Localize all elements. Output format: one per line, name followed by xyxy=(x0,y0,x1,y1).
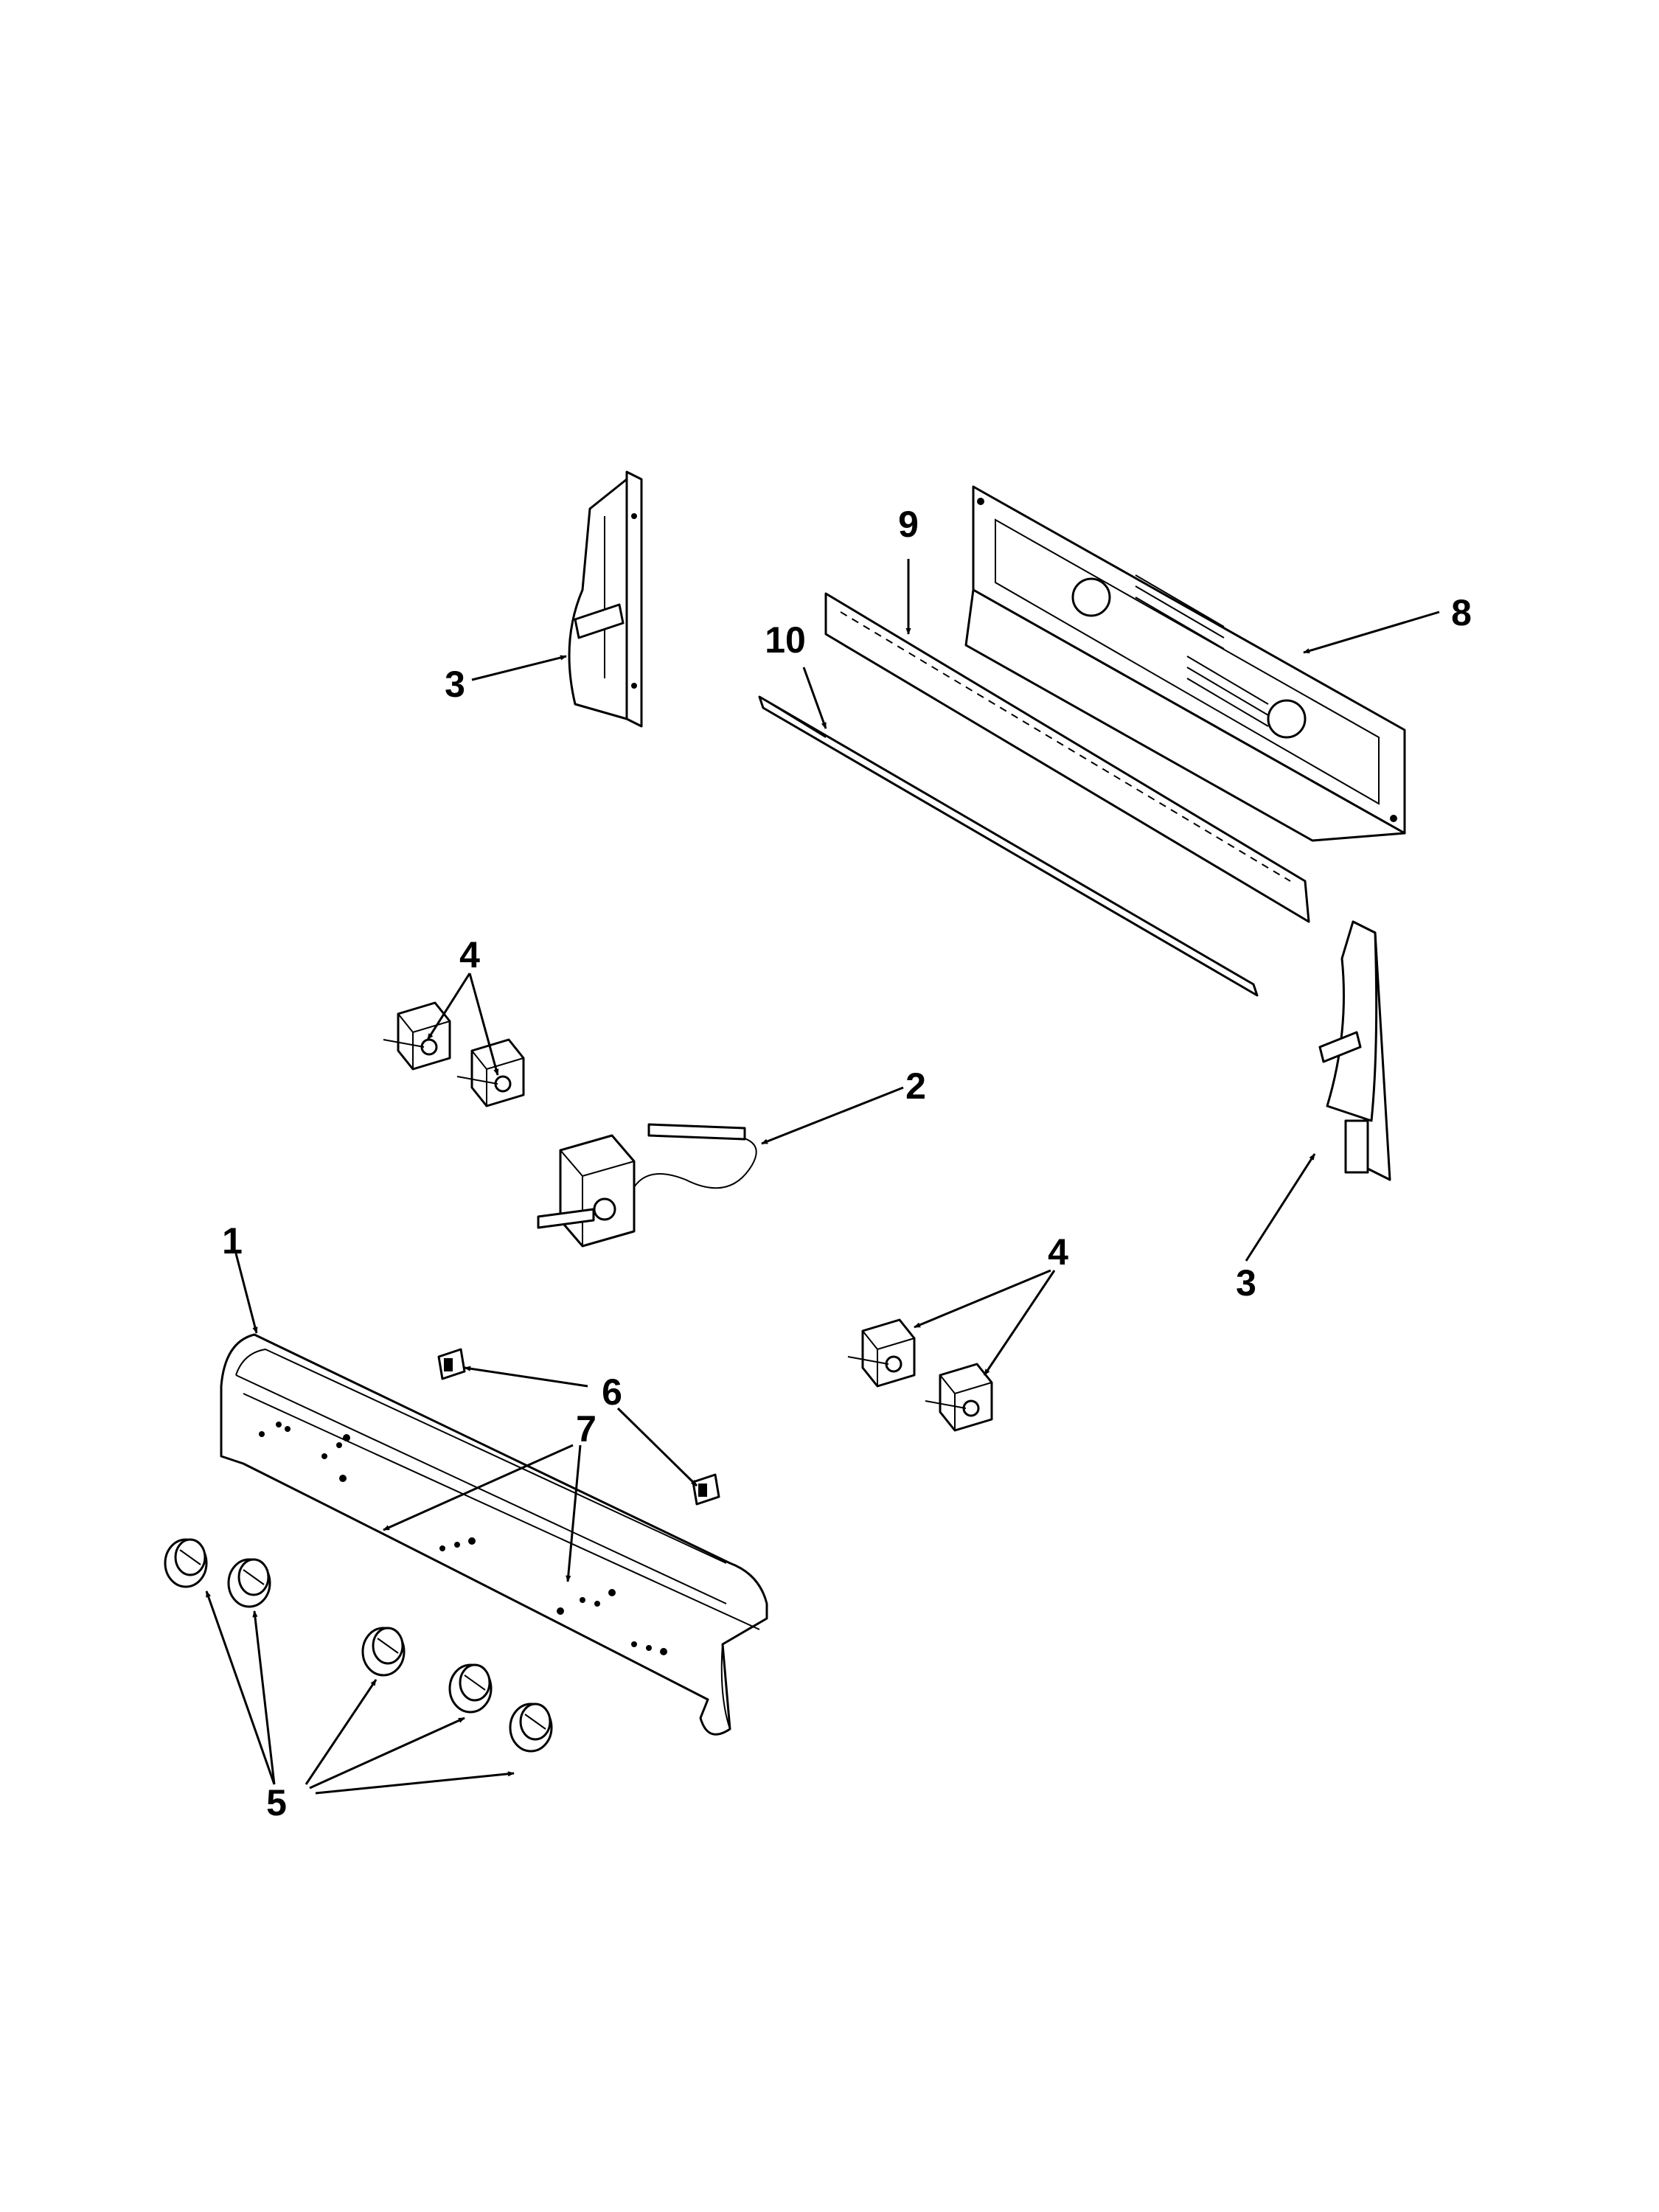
knob-4 xyxy=(448,1663,493,1714)
callout-1: 1 xyxy=(222,1220,243,1262)
switch-lower-left xyxy=(847,1318,916,1388)
knob-1 xyxy=(164,1538,208,1588)
knob-2 xyxy=(227,1558,271,1608)
callout-4-lower: 4 xyxy=(1048,1231,1068,1273)
callout-7: 7 xyxy=(576,1408,597,1450)
trim-strip-upper xyxy=(824,592,1310,923)
leader-lines xyxy=(205,559,1440,1795)
callout-5: 5 xyxy=(266,1782,287,1823)
trim-strip-lower xyxy=(758,695,1259,997)
side-bracket-left xyxy=(568,470,643,728)
callout-6: 6 xyxy=(602,1371,622,1413)
rocker-switch-lower xyxy=(692,1473,720,1506)
switch-upper-left xyxy=(383,1001,451,1071)
control-panel xyxy=(220,1333,768,1736)
knob-3 xyxy=(361,1627,406,1677)
switch-lower-right xyxy=(925,1363,993,1432)
callout-3-left: 3 xyxy=(445,664,465,705)
callout-10: 10 xyxy=(765,619,806,661)
callout-4-upper: 4 xyxy=(459,934,480,975)
side-bracket-right xyxy=(1318,920,1391,1181)
rear-panel xyxy=(964,485,1406,842)
rocker-switch-upper xyxy=(437,1348,466,1380)
callout-9: 9 xyxy=(898,504,919,545)
callout-3-right: 3 xyxy=(1236,1262,1256,1304)
thermostat xyxy=(537,1123,757,1248)
callout-8: 8 xyxy=(1451,592,1472,633)
switch-upper-right xyxy=(456,1038,525,1107)
callout-2: 2 xyxy=(905,1065,926,1107)
knob-5 xyxy=(509,1703,553,1753)
